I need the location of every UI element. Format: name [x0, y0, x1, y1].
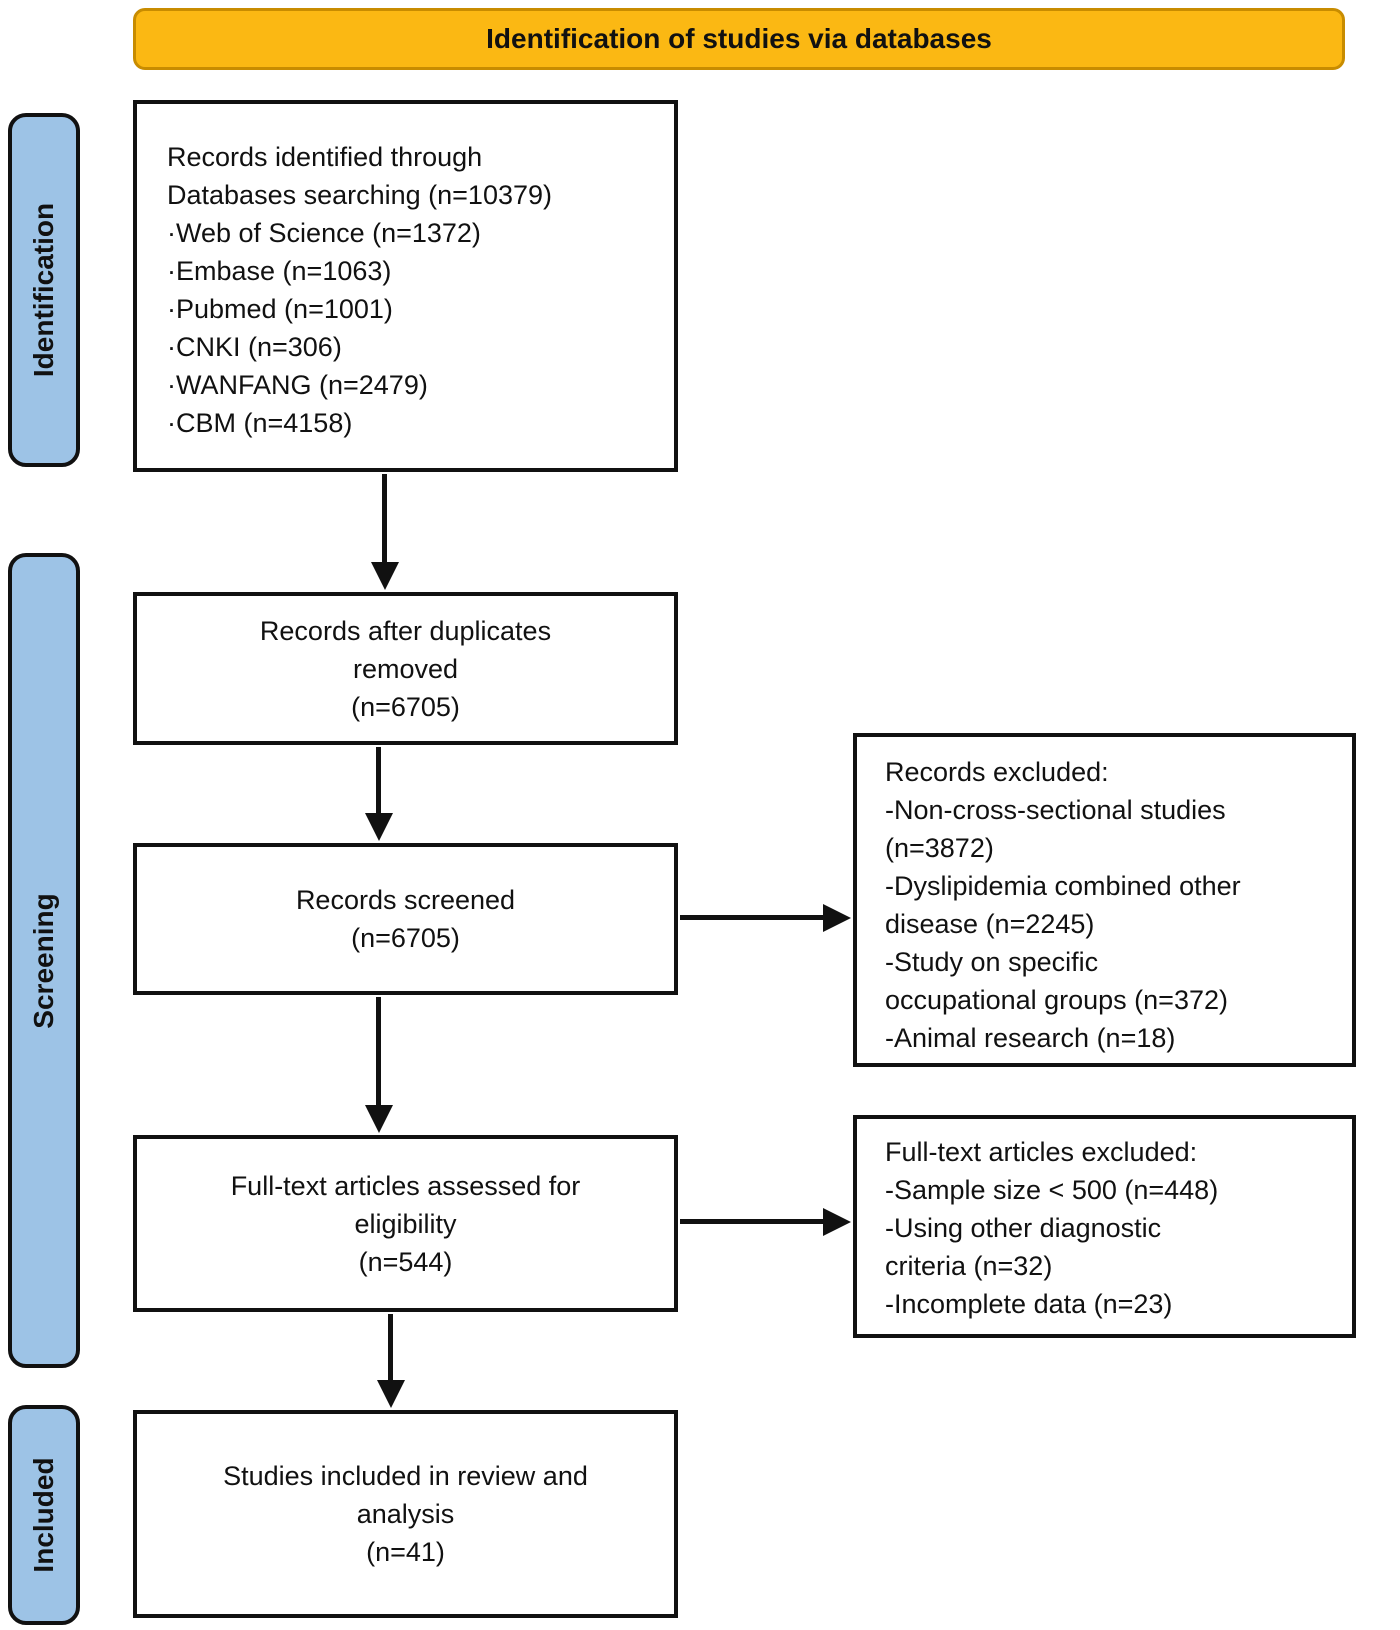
box-line: -Dyslipidemia combined other — [885, 871, 1241, 901]
box-line: removed — [352, 653, 459, 684]
arrow-shaft — [376, 997, 381, 1107]
arrow-head-icon — [371, 562, 399, 590]
arrow-shaft — [680, 915, 825, 920]
box-line: Full-text articles excluded: — [885, 1137, 1198, 1167]
box-line: disease (n=2245) — [885, 909, 1095, 939]
arrow-shaft — [376, 747, 381, 815]
box-line: (n=6705) — [351, 923, 460, 953]
arrow-head-icon — [823, 1208, 851, 1236]
arrow-shaft — [382, 474, 387, 564]
box-line: Records excluded: — [885, 757, 1109, 787]
box-line: analysis — [356, 1499, 455, 1529]
box-line: criteria (n=32) — [885, 1251, 1053, 1281]
box-studies-included: Studies included in review and analysis … — [133, 1410, 678, 1618]
box-fulltext-excluded: Full-text articles excluded: -Sample siz… — [853, 1115, 1356, 1338]
box-line: ·Embase (n=1063) — [167, 256, 392, 286]
box-line: ·CBM (n=4158) — [167, 408, 353, 438]
stage-bar-included: Included — [8, 1405, 80, 1625]
arrow-head-icon — [823, 904, 851, 932]
banner-title: Identification of studies via databases — [133, 8, 1345, 70]
stage-label-identification: Identification — [28, 202, 59, 378]
box-line: -Animal research (n=18) — [885, 1023, 1176, 1053]
box-line: occupational groups (n=372) — [885, 985, 1228, 1015]
box-fulltext-assessed: Full-text articles assessed for eligibil… — [133, 1135, 678, 1312]
box-line: -Incomplete data (n=23) — [885, 1289, 1173, 1319]
box-line: (n=41) — [366, 1537, 445, 1567]
box-duplicates-removed: Records after duplicates removed (n=6705… — [133, 592, 678, 745]
box-line: (n=6705) — [351, 691, 460, 722]
box-line: eligibility — [354, 1208, 457, 1239]
box-records-screened: Records screened (n=6705) — [133, 843, 678, 995]
arrow-head-icon — [377, 1380, 405, 1408]
box-line: (n=544) — [358, 1246, 453, 1277]
box-line: Full-text articles assessed for — [230, 1170, 581, 1201]
box-line: ·Web of Science (n=1372) — [167, 218, 481, 248]
box-line: Records after duplicates — [259, 615, 552, 646]
box-line: Databases searching (n=10379) — [167, 180, 553, 210]
stage-label-included: Included — [28, 1457, 59, 1573]
box-line: ·CNKI (n=306) — [167, 332, 342, 362]
box-records-excluded: Records excluded: -Non-cross-sectional s… — [853, 733, 1356, 1067]
box-line: (n=3872) — [885, 833, 994, 863]
box-records-identified: Records identified through Databases sea… — [133, 100, 678, 472]
box-line: Records screened — [295, 885, 516, 915]
box-line: -Non-cross-sectional studies — [885, 795, 1226, 825]
box-line: ·Pubmed (n=1001) — [167, 294, 393, 324]
arrow-shaft — [388, 1314, 393, 1382]
stage-label-screening: Screening — [28, 892, 59, 1029]
arrow-head-icon — [365, 813, 393, 841]
box-line: -Using other diagnostic — [885, 1213, 1162, 1243]
box-line: Records identified through — [167, 142, 483, 172]
arrow-shaft — [680, 1219, 825, 1224]
stage-bar-screening: Screening — [8, 553, 80, 1368]
box-line: -Sample size < 500 (n=448) — [885, 1175, 1219, 1205]
box-line: Studies included in review and — [223, 1461, 588, 1491]
box-line: ·WANFANG (n=2479) — [167, 370, 428, 400]
arrow-head-icon — [365, 1105, 393, 1133]
stage-bar-identification: Identification — [8, 113, 80, 467]
box-line: -Study on specific — [885, 947, 1099, 977]
